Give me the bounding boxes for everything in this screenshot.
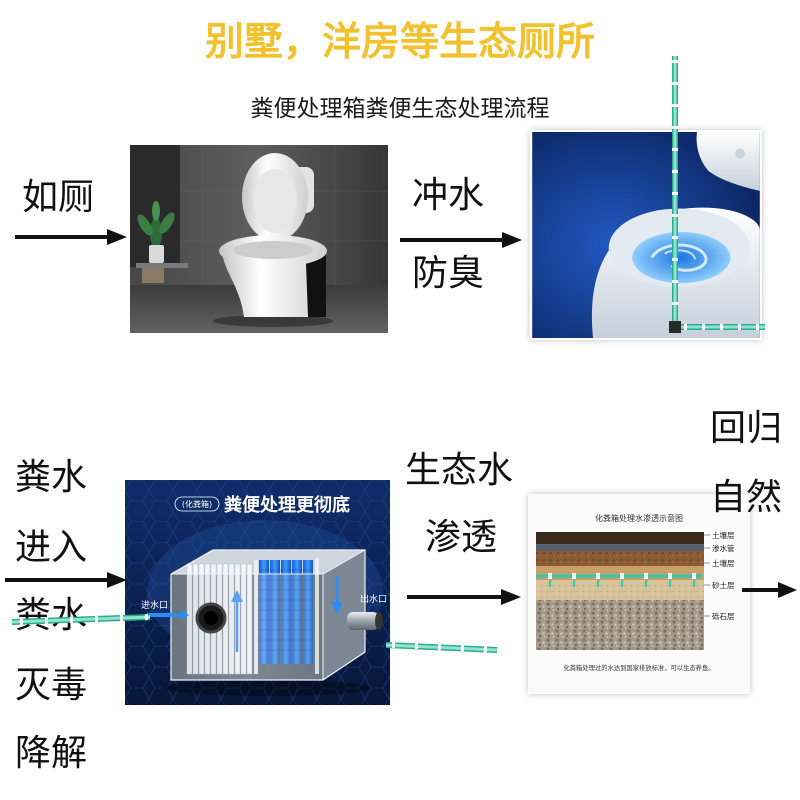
outlet-port: 出水口 xyxy=(347,593,387,630)
step-treat-line-1: 粪水 xyxy=(15,457,88,498)
inlet-arrow-icon xyxy=(147,610,189,620)
soil-layers xyxy=(536,532,704,650)
seepage-illustration: 化粪箱处理水渗透示意图 xyxy=(528,494,750,694)
layer-label: 土壤层 xyxy=(712,530,735,540)
toilet-photo xyxy=(130,145,388,333)
arrow-right-icon xyxy=(400,232,522,248)
arrow-right-icon xyxy=(742,582,797,598)
layer-label: 砂土层 xyxy=(712,580,735,590)
toilet xyxy=(213,153,333,327)
tank-title: (化粪箱) 粪便处理更彻底 xyxy=(174,494,350,516)
layer-label: 砾石层 xyxy=(712,611,735,621)
step-return-label-1: 回归 xyxy=(710,408,783,449)
layer-label: 土壤层 xyxy=(712,558,735,568)
step-treat-line-2: 进入 xyxy=(15,527,88,568)
seepage-caption: 化粪箱处理过的水达到国家排放标准，可以生态养鱼。 xyxy=(563,663,714,672)
arrow-right-icon xyxy=(5,572,127,588)
step-seep-label-2: 渗透 xyxy=(425,517,498,558)
step-treat-line-4: 灭毒 xyxy=(15,665,88,706)
inlet-port: 进水口 xyxy=(141,599,227,634)
inlet-label: 进水口 xyxy=(141,599,168,611)
step-use-label: 如厕 xyxy=(22,177,95,218)
tank-title-text: 粪便处理更彻底 xyxy=(224,494,350,516)
soil-seepage-diagram: 化粪箱处理水渗透示意图 xyxy=(528,494,750,694)
toilet-top xyxy=(696,132,760,191)
septic-tank-diagram: (化粪箱) 粪便处理更彻底 xyxy=(125,480,390,705)
bowl-illustration xyxy=(532,132,760,338)
step-treat-line-3: 粪水 xyxy=(15,595,88,636)
step-flush-label-1: 冲水 xyxy=(412,175,485,216)
outlet-pipe xyxy=(385,642,498,653)
plant xyxy=(137,201,175,263)
arrow-right-icon xyxy=(15,229,127,245)
seepage-title: 化粪箱处理水渗透示意图 xyxy=(595,513,683,523)
step-seep-label-1: 生态水 xyxy=(405,450,514,491)
outlet-label: 出水口 xyxy=(360,593,387,605)
arrow-right-icon xyxy=(407,589,521,605)
toilet-illustration xyxy=(130,145,388,333)
seepage-pipe xyxy=(536,573,702,587)
step-return-label-2: 自然 xyxy=(710,477,783,518)
tank-illustration: (化粪箱) 粪便处理更彻底 xyxy=(125,480,390,705)
layer-label: 渗水管 xyxy=(712,543,735,553)
page-title: 别墅，洋房等生态厕所 xyxy=(204,20,595,65)
flushing-bowl-photo xyxy=(530,130,762,340)
step-flush-label-2: 防臭 xyxy=(412,253,485,294)
step-treat-line-5: 降解 xyxy=(15,733,88,774)
layer-labels: 土壤层 渗水管 土壤层 砂土层 砾石层 xyxy=(704,530,735,621)
page-subtitle: 粪便处理箱粪便生态处理流程 xyxy=(250,96,550,122)
septic-tank-box xyxy=(170,549,366,681)
tank-badge: (化粪箱) xyxy=(182,499,212,509)
